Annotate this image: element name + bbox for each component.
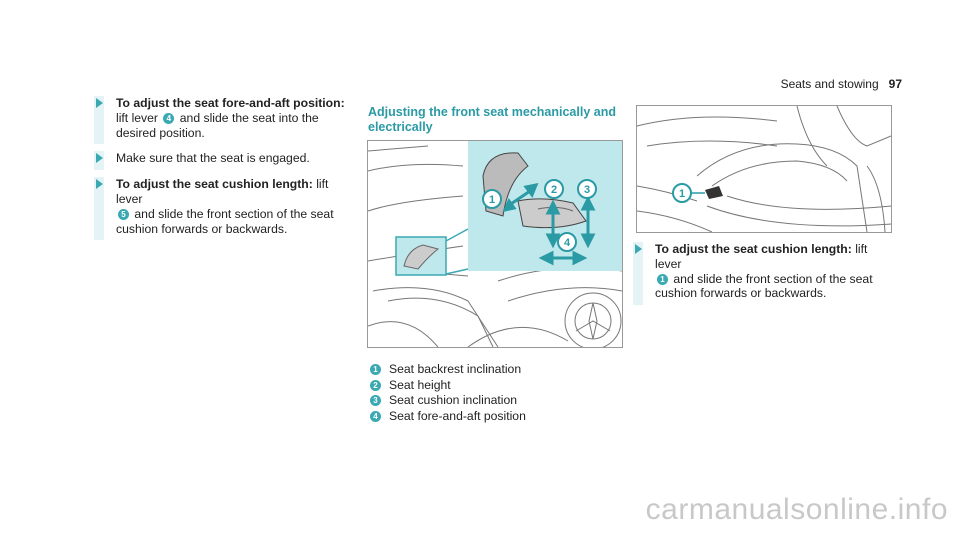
step-text: lift lever [655,242,868,271]
step-bar [633,242,643,306]
step-arrow-icon [96,153,103,164]
step-text: and slide the front section of the seat … [116,206,334,236]
step-bar [94,177,104,241]
callout-number: 5 [118,208,129,220]
figure-callout: 4 [564,237,571,249]
callout-number: 4 [163,112,175,124]
seat-cushion-drawing: 1 [637,106,891,232]
step-text: and slide the seat into the desired posi… [116,110,319,140]
legend-number: 1 [370,364,381,376]
right-steps: To adjust the seat cushion length: lift … [633,242,895,312]
figure-callout: 3 [584,184,590,196]
seat-cushion-illustration: 1 [636,105,892,233]
legend-item: 3 Seat cushion inclination [368,393,526,409]
legend-label: Seat cushion inclination [389,393,518,408]
step-arrow-icon [635,244,642,254]
step-text: Make sure that the seat is engaged. [116,151,310,166]
legend-label: Seat backrest inclination [389,362,522,376]
legend-label: Seat height [389,377,451,392]
seat-controls-drawing: 1 2 3 4 [368,141,622,347]
legend-number: 4 [370,411,381,423]
page-header: Seats and stowing 97 [781,77,902,91]
figure-callout: 1 [489,194,495,206]
step-text: lift lever [116,110,158,125]
legend-item: 1 Seat backrest inclination [368,362,526,378]
step-arrow-icon [96,179,103,190]
step-bar [94,96,104,145]
legend-item: 2 Seat height [368,378,526,394]
instruction-step: To adjust the seat fore-and-aft position… [94,96,356,145]
section-title: Adjusting the front seat mechanically an… [368,105,622,141]
instruction-step: To adjust the seat cushion length: lift … [94,177,356,241]
figure-legend: 1 Seat backrest inclination 2 Seat heigh… [368,362,526,424]
legend-label: Seat fore-and-aft position [389,408,526,423]
callout-number: 1 [657,273,668,285]
left-column: To adjust the seat fore-and-aft position… [94,96,356,247]
instruction-step: To adjust the seat cushion length: lift … [633,242,895,306]
middle-column: Adjusting the front seat mechanically an… [368,100,622,141]
figure-callout: 1 [679,188,685,200]
step-heading: To adjust the seat fore-and-aft position… [116,96,345,110]
watermark: carmanualsonline.info [645,493,948,526]
step-text: and slide the front section of the seat … [655,271,873,301]
step-text: lift lever [116,177,329,206]
seat-controls-illustration: 1 2 3 4 [367,140,623,348]
legend-number: 3 [370,395,381,407]
instruction-step: Make sure that the seat is engaged. [94,151,356,171]
section-name: Seats and stowing [780,77,879,91]
step-heading: To adjust the seat cushion length: [116,177,313,192]
figure-callout: 2 [551,184,557,196]
legend-item: 4 Seat fore-and-aft position [368,409,526,425]
step-arrow-icon [96,98,103,108]
page-number: 97 [888,77,902,91]
step-heading: To adjust the seat cushion length: [655,242,852,256]
legend-number: 2 [370,379,381,391]
